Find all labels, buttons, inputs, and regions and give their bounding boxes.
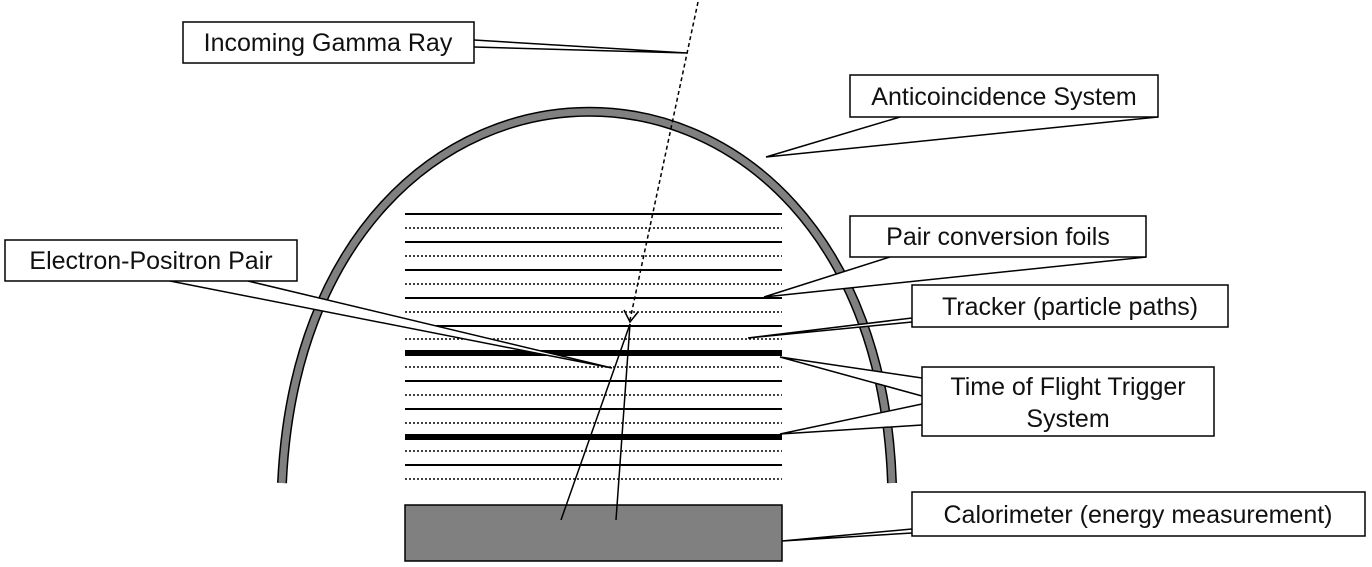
label-anticoincidence-system: Anticoincidence System <box>871 83 1136 111</box>
label-box-foils <box>849 215 1147 258</box>
label-calorimeter: Calorimeter (energy measurement) <box>943 501 1332 529</box>
label-box-electron-positron <box>4 239 298 282</box>
label-electron-positron-pair: Electron-Positron Pair <box>29 247 272 275</box>
leader-calorimeter <box>781 528 913 542</box>
calorimeter-block <box>404 504 783 562</box>
leader-tracker <box>747 317 913 339</box>
label-tof-line2: System <box>1026 405 1109 433</box>
positron-track <box>615 323 631 521</box>
leader-anticoincidence <box>765 116 1159 158</box>
gamma-ray-path <box>629 1 699 321</box>
leader-tof-1 <box>779 356 923 397</box>
callout-leaders <box>169 39 1159 542</box>
anticoincidence-dome-fill <box>278 108 896 484</box>
leader-tof-2 <box>779 403 923 435</box>
label-box-calorimeter <box>911 491 1366 537</box>
label-box-anticoincidence <box>849 74 1159 118</box>
label-box-tof <box>921 366 1215 437</box>
label-tof-line1: Time of Flight Trigger <box>950 373 1185 401</box>
leader-foils <box>763 256 1147 298</box>
electron-track <box>560 323 631 521</box>
leader-electron-positron <box>169 280 613 369</box>
leader-gamma <box>473 39 688 54</box>
label-tracker: Tracker (particle paths) <box>942 293 1198 321</box>
gamma-ray-arrowhead <box>623 309 639 324</box>
tracker-layers <box>405 213 782 480</box>
label-incoming-gamma-ray: Incoming Gamma Ray <box>204 29 453 57</box>
label-box-tracker <box>911 284 1229 328</box>
label-pair-conversion-foils: Pair conversion foils <box>886 223 1110 251</box>
label-box-gamma <box>182 21 475 64</box>
